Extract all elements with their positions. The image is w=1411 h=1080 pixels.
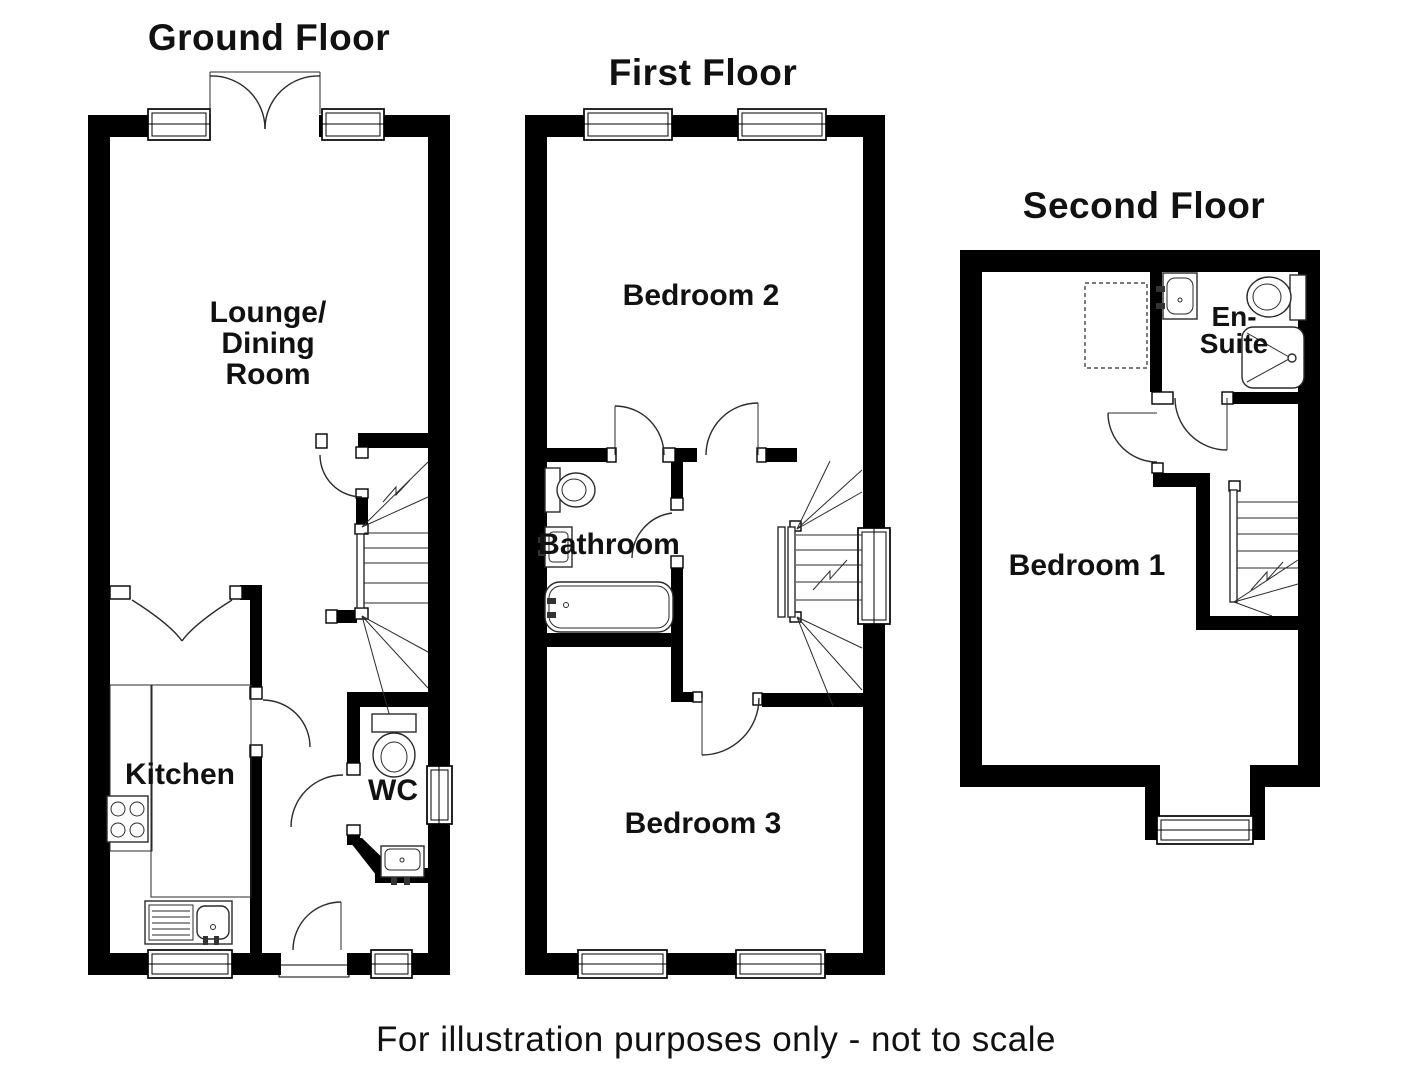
second-floor-plan — [960, 250, 1320, 845]
wc-basin — [380, 845, 425, 885]
floor-title-ground: Ground Floor — [147, 17, 391, 58]
bathroom-basin — [538, 526, 573, 568]
kitchen-sink — [144, 900, 233, 945]
second-floor-stairs — [1229, 489, 1299, 617]
first-floor-stairs — [777, 460, 863, 707]
room-label-lounge-line3: Room — [225, 358, 311, 391]
ensuite-toilet — [1246, 274, 1307, 321]
wc-toilet — [371, 713, 417, 778]
first-floor-plan — [525, 108, 891, 979]
room-label-bedroom1: Bedroom 1 — [1008, 549, 1166, 582]
room-label-ensuite-line1: En- — [1211, 301, 1257, 332]
room-label-wc: WC — [368, 774, 418, 807]
ground-floor-doors — [131, 71, 363, 978]
room-label-lounge-line1: Lounge/ — [209, 296, 327, 329]
ensuite-basin — [1156, 272, 1198, 320]
bathroom-toilet — [544, 467, 596, 513]
ground-floor-windows — [147, 108, 453, 979]
second-floor-doors — [1107, 397, 1228, 463]
floor-title-first: First Floor — [608, 52, 798, 93]
loft-hatch-dashed-outline — [1084, 282, 1148, 369]
ground-floor-frame-markers — [109, 433, 369, 836]
floor-title-second: Second Floor — [1022, 185, 1266, 226]
first-floor-frame-markers — [606, 447, 802, 706]
kitchen-hob — [106, 795, 149, 843]
first-floor-windows — [577, 108, 891, 979]
first-floor-doors — [614, 402, 760, 756]
room-label-bedroom3: Bedroom 3 — [624, 807, 782, 840]
room-label-lounge-line2: Dining — [221, 327, 315, 360]
room-label-ensuite-line2: Suite — [1199, 328, 1269, 359]
ensuite-shower — [1241, 326, 1305, 389]
room-label-bathroom: Bathroom — [538, 528, 680, 561]
second-floor-windows — [1156, 815, 1254, 845]
ground-floor-stairs — [356, 461, 429, 747]
second-floor-walls — [960, 250, 1320, 840]
disclaimer-text: For illustration purposes only - not to … — [375, 1020, 1057, 1059]
bathroom-bathtub — [544, 581, 674, 633]
kitchen-counter — [109, 684, 252, 898]
ground-floor-plan — [88, 71, 453, 979]
room-label-bedroom2: Bedroom 2 — [622, 279, 780, 312]
room-label-kitchen: Kitchen — [124, 758, 236, 791]
